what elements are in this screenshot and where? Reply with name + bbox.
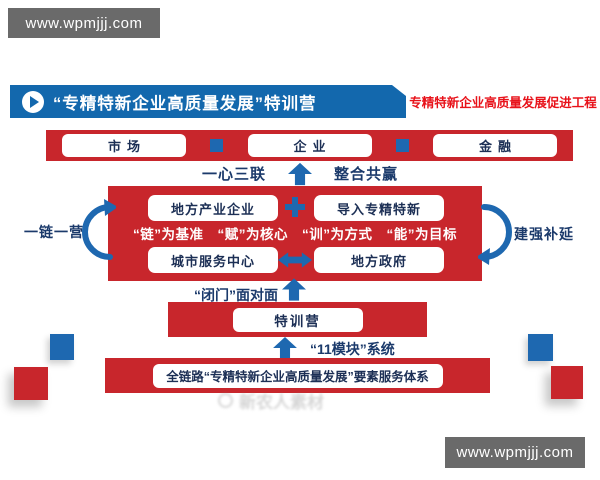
deco-square-blue-left	[50, 334, 74, 360]
up-arrow-icon	[273, 337, 297, 359]
up-arrow-icon	[288, 162, 312, 185]
deco-square-red-left	[14, 367, 48, 400]
main-red-box: 地方产业企业 导入专精特新 “链”为基准 “赋”为核心 “训”为方式 “能”为目…	[108, 186, 482, 281]
plus-icon	[285, 197, 305, 217]
top-bar: 市场 企业 金融	[46, 130, 573, 161]
one-heart-label: 一心三联	[201, 166, 266, 183]
watermark-logo-icon	[218, 393, 233, 408]
closed-door-label: “闭门”面对面	[194, 287, 278, 303]
camp-box: 特训营	[232, 307, 363, 332]
one-chain-label: 一链一营	[24, 224, 84, 240]
camp-bar: 特训营	[168, 302, 427, 337]
deco-square-red-right	[551, 366, 583, 399]
watermark-center-text: 新农人素材	[239, 393, 324, 412]
finance-box: 金融	[433, 134, 557, 157]
connector-square-icon	[210, 139, 224, 152]
local-gov-box: 地方政府	[314, 247, 444, 273]
cycle-arrow-right-icon	[478, 204, 512, 265]
city-service-box: 城市服务中心	[148, 247, 278, 273]
local-industry-box: 地方产业企业	[148, 195, 278, 221]
header-banner: “专精特新企业高质量发展”特训营	[10, 85, 406, 118]
header-tagline: 专精特新企业高质量发展促进工程	[409, 96, 597, 110]
bottom-bar: 全链路“专精特新企业高质量发展”要素服务体系	[105, 358, 490, 393]
up-arrow-icon	[282, 278, 306, 301]
double-arrow-icon	[278, 252, 312, 268]
win-win-label: 整合共赢	[334, 166, 399, 183]
play-icon	[22, 90, 44, 113]
watermark-top-left: www.wpmjjj.com	[8, 8, 160, 38]
modules-label: “11模块”系统	[310, 341, 395, 357]
header-title: “专精特新企业高质量发展”特训营	[53, 94, 317, 113]
build-strong-label: 建强补延	[514, 226, 574, 242]
enterprise-box: 企业	[247, 134, 372, 157]
connect-row: 一心三联 整合共赢	[0, 161, 600, 186]
deco-square-blue-right	[528, 334, 553, 361]
full-chain-box: 全链路“专精特新企业高质量发展”要素服务体系	[152, 363, 443, 388]
connector-square-icon	[395, 139, 409, 152]
cycle-arrow-left-icon	[82, 199, 116, 260]
watermark-center: 新农人素材	[218, 388, 324, 413]
import-zjtx-box: 导入专精特新	[314, 195, 444, 221]
watermark-bottom-right: www.wpmjjj.com	[445, 437, 585, 468]
principles-line: “链”为基准 “赋”为核心 “训”为方式 “能”为目标	[133, 227, 457, 242]
market-box: 市场	[62, 134, 186, 157]
